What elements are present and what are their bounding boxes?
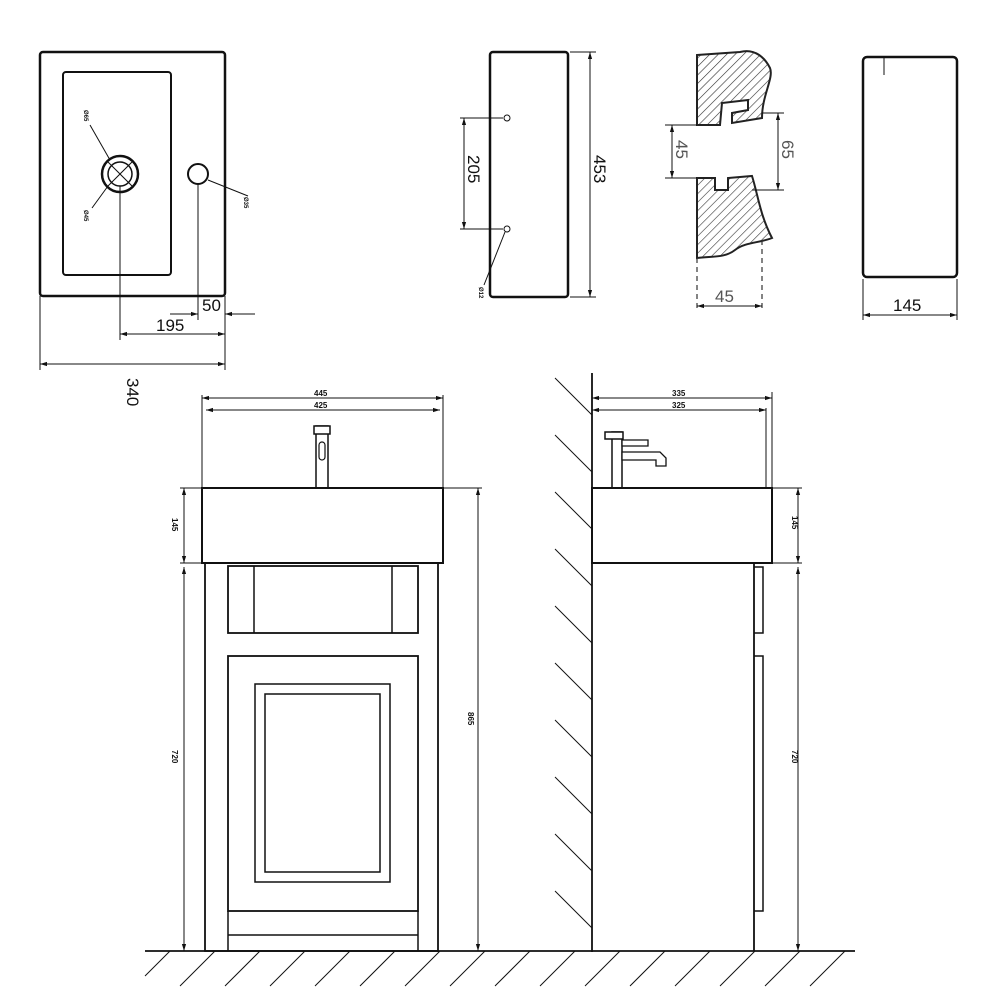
dim-basin-height-side: 145 [790, 516, 799, 530]
wall-hatch [554, 377, 593, 929]
tap-side [604, 431, 667, 489]
lower-hole [503, 225, 511, 233]
upper-section-cut [696, 50, 772, 126]
dim-inner-depth: 325 [672, 401, 686, 410]
drawer-front [227, 565, 419, 634]
dim-width: 340 [123, 378, 142, 406]
dim-tap-offset: 195 [156, 316, 184, 335]
door-panel-inner [264, 693, 381, 873]
small-hole-label: Ø12 [477, 287, 483, 299]
basin-side-outline [488, 50, 570, 299]
dim-length: 453 [590, 155, 609, 183]
dim-height: 145 [893, 296, 921, 315]
basin-end-view: 145 [861, 55, 959, 320]
waste-inner-label: Ø45 [82, 210, 88, 222]
drawer-side [754, 566, 764, 634]
dim-inner-width: 425 [314, 401, 328, 410]
dim-overall-width: 445 [314, 389, 328, 398]
upper-hole [503, 114, 511, 122]
basin-outline [38, 50, 227, 298]
basin-side [591, 487, 773, 564]
door-side [754, 655, 764, 912]
dim-edge: 50 [202, 296, 221, 315]
lower-section-cut [696, 174, 774, 260]
floor [144, 950, 855, 987]
dim-total-height: 865 [466, 712, 475, 726]
basin-front [201, 487, 444, 564]
dim-basin-height: 145 [170, 518, 179, 532]
dim-depth: 65 [778, 140, 797, 159]
tap-hole [187, 163, 209, 185]
basin-section-detail: 45 45 65 [665, 50, 797, 310]
basin-end-outline [861, 55, 959, 279]
dim-wall: 45 [715, 287, 734, 306]
tap-hole-label: Ø35 [242, 197, 248, 209]
basin-top-view: Ø65 Ø45 Ø35 50 195 340 [38, 50, 255, 406]
basin-side-view: 205 Ø12 453 [460, 50, 609, 299]
basin-bowl [62, 71, 172, 276]
dim-hole-spacing: 205 [464, 155, 483, 183]
dim-cabinet-height: 720 [170, 750, 179, 764]
front-elevation: 445 425 145 720 865 [170, 389, 482, 952]
dim-opening: 45 [672, 140, 691, 159]
cabinet-body [204, 562, 439, 952]
door-panel-outer [254, 683, 391, 883]
side-elevation: 335 325 145 720 [554, 373, 802, 952]
dim-cabinet-height-side: 720 [790, 750, 799, 764]
door-frame [227, 655, 419, 912]
tap-front [313, 425, 331, 489]
waste-outer-label: Ø65 [82, 110, 88, 122]
dim-overall-depth: 335 [672, 389, 686, 398]
